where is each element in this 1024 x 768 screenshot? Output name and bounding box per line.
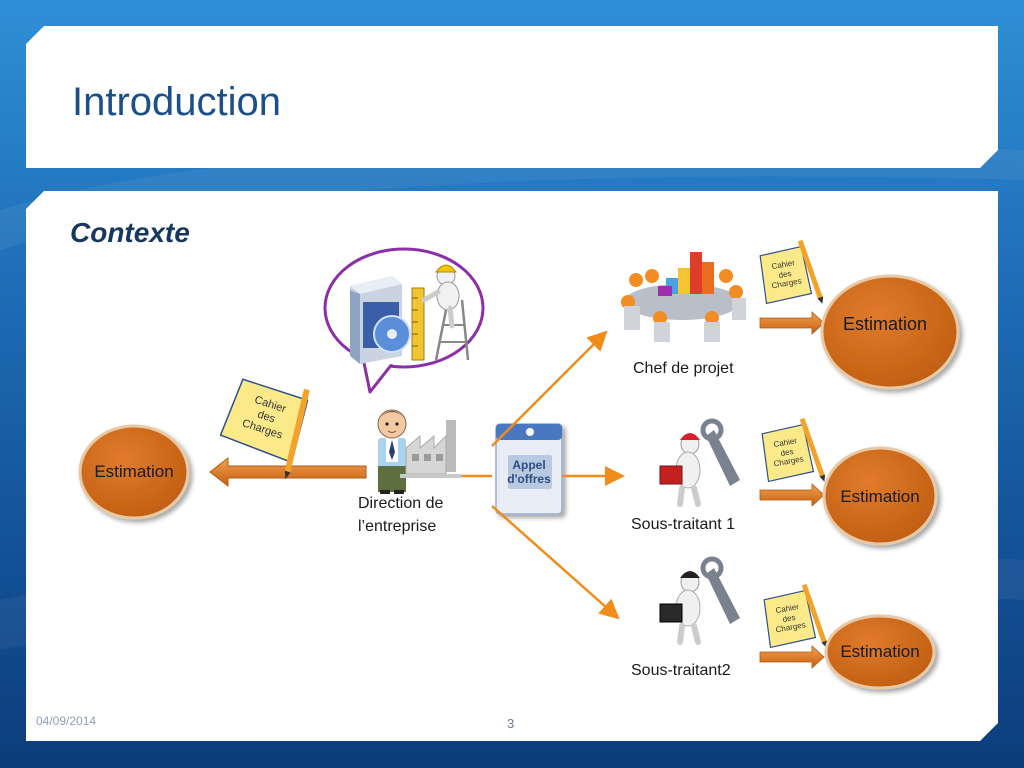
meeting-table-icon: [621, 252, 746, 342]
construction-worker-icon: [411, 264, 470, 361]
estimation-label-st1: Estimation: [840, 487, 920, 506]
estimation-label-st2: Estimation: [840, 642, 920, 661]
title-panel: [26, 26, 998, 168]
slide-number: 3: [507, 716, 515, 731]
cahier-des-charges-note-chef: [759, 239, 824, 305]
appel-offres-label: Appel d'offres: [500, 458, 558, 487]
appel-offres-line2: d'offres: [507, 472, 551, 487]
estimation-label-chef: Estimation: [842, 314, 928, 334]
arrow-to-estimation-st2: [759, 645, 825, 669]
arrow-to-estimation-chef: [759, 311, 825, 335]
appel-offres-line1: Appel: [512, 458, 546, 472]
direction-label: Direction de l’entreprise: [358, 492, 443, 538]
sous-traitant-1-label: Sous-traitant 1: [631, 516, 736, 533]
chef-projet-label: Chef de projet: [633, 360, 734, 377]
speech-bubble: [323, 247, 485, 394]
arrow-to-chef-projet: [491, 330, 608, 447]
estimation-ellipse-st1: [822, 446, 938, 546]
worker-red-helmet-icon: [659, 418, 740, 507]
arrow-to-estimation-st1: [759, 483, 825, 507]
slide-date: 04/09/2014: [36, 714, 97, 728]
cahier-des-charges-note-left: [219, 378, 310, 480]
factory-icon: [400, 420, 462, 478]
cahier-des-charges-note-st2: [763, 583, 828, 649]
director-icon: [377, 409, 407, 494]
software-box-icon: [350, 276, 411, 364]
sous-traitant-2-label: Sous-traitant2: [631, 662, 731, 679]
appel-offres-icon: [495, 423, 563, 515]
cahier-des-charges-note-st1: [761, 417, 826, 483]
slide-title: Introduction: [72, 80, 282, 124]
worker-black-helmet-icon: [659, 556, 740, 645]
estimation-label-left: Estimation: [94, 462, 174, 481]
arrow-to-sous-traitant-2: [491, 505, 620, 620]
slide-subtitle: Contexte: [70, 217, 190, 248]
direction-label-line2: l’entreprise: [358, 518, 437, 536]
estimation-ellipse-left: [78, 424, 190, 520]
estimation-ellipse-chef: [820, 274, 960, 390]
estimation-ellipse-st2: [824, 614, 936, 690]
direction-label-line1: Direction de: [358, 495, 444, 512]
